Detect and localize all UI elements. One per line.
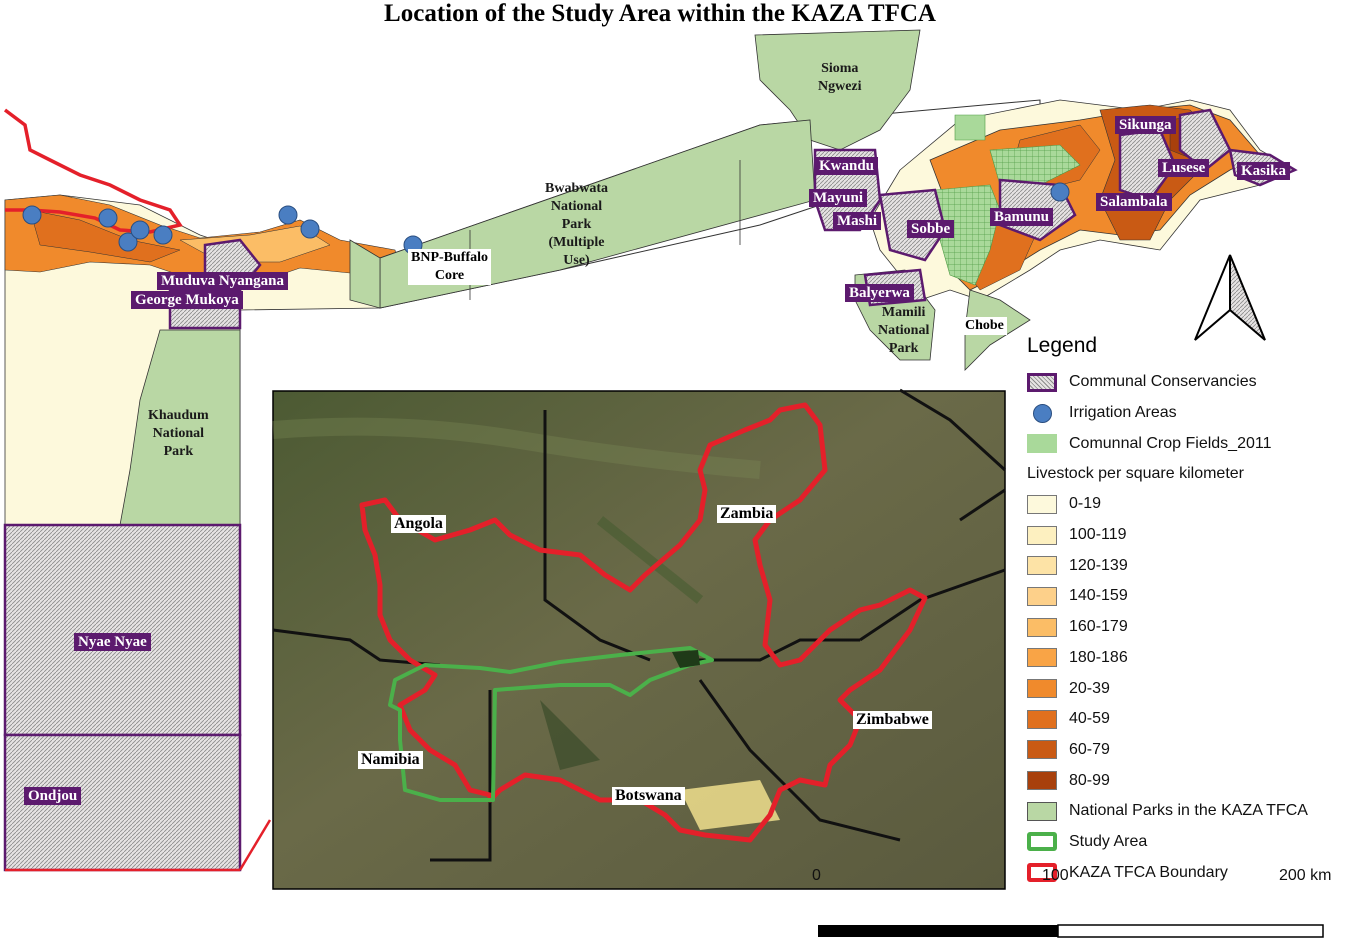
irrigation-point <box>153 225 173 245</box>
legend-livestock-item: 20-39 <box>1027 673 1347 704</box>
label-chobe: Chobe <box>962 317 1007 335</box>
legend-item-study-area: Study Area <box>1027 827 1347 858</box>
label-sobbe: Sobbe <box>907 220 955 238</box>
kaza-boundary-inset <box>359 402 928 843</box>
legend-item-crop-fields: Comunnal Crop Fields_2011 <box>1027 428 1347 459</box>
label-george-mukoya: George Mukoya <box>131 291 243 309</box>
color-swatch-icon <box>1027 586 1057 606</box>
kaza-boundary-main <box>3 108 183 234</box>
label-kwandu: Kwandu <box>815 157 879 175</box>
color-swatch-icon <box>1027 617 1057 637</box>
legend-livestock-item: 180-186 <box>1027 643 1347 674</box>
color-swatch-icon <box>1027 709 1057 729</box>
label-botswana: Botswana <box>612 787 685 805</box>
legend-item-conservancies: Communal Conservancies <box>1027 367 1347 398</box>
legend-item-kaza-boundary: KAZA TFCA Boundary <box>1027 857 1347 888</box>
label-nyae-nyae: Nyae Nyae <box>74 633 151 651</box>
irrigation-point <box>118 232 138 252</box>
blue-circle-icon <box>1027 403 1057 423</box>
label-mamili: Mamili National Park <box>878 305 930 356</box>
scale-bar <box>818 924 1324 938</box>
study-area-outline <box>388 646 714 802</box>
label-namibia: Namibia <box>358 751 423 769</box>
legend-livestock-item: 160-179 <box>1027 612 1347 643</box>
label-bwabwata: Bwabwata National Park (Multiple Use) <box>545 181 609 268</box>
map-title: Location of the Study Area within the KA… <box>384 0 936 27</box>
irrigation-point <box>98 208 118 228</box>
irrigation-point <box>278 205 298 225</box>
label-sioma-ngwezi: Sioma Ngwezi <box>818 61 862 94</box>
legend-livestock-item: 0-19 <box>1027 489 1347 520</box>
label-mashi: Mashi <box>833 212 882 230</box>
label-kasika: Kasika <box>1237 162 1291 180</box>
irrigation-areas-layer <box>22 182 1070 255</box>
color-swatch-icon <box>1027 771 1057 791</box>
legend-livestock-item: 80-99 <box>1027 765 1347 796</box>
irrigation-point <box>1050 182 1070 202</box>
scale-label-200: 200 km <box>1279 867 1332 884</box>
legend-title: Legend <box>1027 334 1098 357</box>
hatch-purple-box-icon <box>1027 372 1057 392</box>
legend: Legend Communal Conservancies Irrigation… <box>1027 334 1347 888</box>
label-ondjou: Ondjou <box>24 787 82 805</box>
color-swatch-icon <box>1027 494 1057 514</box>
legend-livestock-item: 40-59 <box>1027 704 1347 735</box>
irrigation-point <box>300 219 320 239</box>
red-outline-box-icon <box>1027 863 1057 883</box>
legend-livestock-item: 100-119 <box>1027 520 1347 551</box>
legend-livestock-item: 60-79 <box>1027 735 1347 766</box>
green-outline-box-icon <box>1027 832 1057 852</box>
legend-item-national-parks: National Parks in the KAZA TFCA <box>1027 796 1347 827</box>
color-swatch-icon <box>1027 556 1057 576</box>
legend-item-irrigation: Irrigation Areas <box>1027 398 1347 429</box>
label-zimbabwe: Zimbabwe <box>853 711 932 729</box>
legend-livestock-title: Livestock per square kilometer <box>1027 465 1244 483</box>
irrigation-point <box>130 220 150 240</box>
north-arrow-icon <box>1194 254 1266 341</box>
label-balyerwa: Balyerwa <box>845 284 914 302</box>
label-sikunga: Sikunga <box>1115 116 1176 134</box>
light-green-box-icon <box>1027 434 1057 454</box>
color-swatch-icon <box>1027 648 1057 668</box>
scale-label-100: 100 <box>1042 867 1069 884</box>
label-zambia: Zambia <box>717 505 777 523</box>
irrigation-point <box>22 205 42 225</box>
color-swatch-icon <box>1027 525 1057 545</box>
label-bamunu: Bamunu <box>990 208 1054 226</box>
inset-map <box>272 388 1007 890</box>
park-green-box-icon <box>1027 801 1057 821</box>
label-mayuni: Mayuni <box>809 189 868 207</box>
label-angola: Angola <box>391 515 446 533</box>
label-muduva-nyangana: Muduva Nyangana <box>157 272 288 290</box>
scale-label-0: 0 <box>812 867 821 884</box>
label-salambala: Salambala <box>1096 193 1172 211</box>
color-swatch-icon <box>1027 740 1057 760</box>
label-khaudum: Khaudum National Park <box>148 408 209 459</box>
legend-livestock-item: 140-159 <box>1027 581 1347 612</box>
label-bnp-buffalo: BNP-Buffalo Core <box>408 249 491 285</box>
color-swatch-icon <box>1027 679 1057 699</box>
label-lusese: Lusese <box>1158 159 1210 177</box>
crop-fields-layer <box>934 144 1081 286</box>
legend-livestock-item: 120-139 <box>1027 550 1347 581</box>
